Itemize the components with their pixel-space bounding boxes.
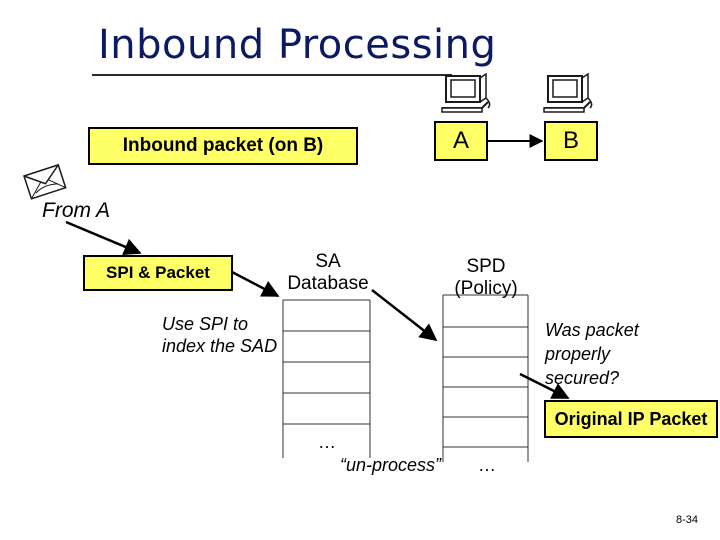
- original-ip-packet-box: Original IP Packet: [544, 400, 718, 438]
- host-b-box: B: [544, 121, 598, 161]
- slide-title: Inbound Processing: [98, 22, 497, 68]
- inbound-packet-label: Inbound packet (on B): [88, 127, 358, 165]
- was-line1: Was packet: [545, 320, 639, 340]
- page-number: 8-34: [676, 514, 699, 526]
- title-underline: [92, 74, 452, 76]
- sad-to-spd-arrow: [371, 289, 438, 342]
- computer-icon: [543, 72, 593, 113]
- unprocess-label: “un-process”: [340, 455, 442, 475]
- spd-label-line2: (Policy): [454, 278, 518, 299]
- from-a-label: From A: [42, 199, 111, 222]
- sa-label-line2: Database: [287, 273, 369, 294]
- was-line3: secured?: [545, 368, 620, 388]
- from-a-arrow: [65, 220, 142, 255]
- sa-label-line1: SA: [315, 251, 341, 272]
- use-spi-line2: index the SAD: [162, 336, 278, 356]
- spi-packet-box: SPI & Packet: [83, 255, 233, 291]
- sa-database-label: SA Database: [280, 251, 376, 295]
- host-a-box: A: [434, 121, 488, 161]
- was-packet-secured-note: Was packet properly secured?: [545, 318, 639, 390]
- spi-to-sad-arrow: [231, 270, 280, 298]
- spd-label-line1: SPD: [466, 256, 506, 277]
- use-spi-note: Use SPI to index the SAD: [162, 313, 277, 357]
- sad-table: [282, 299, 371, 458]
- sad-ellipsis: …: [318, 432, 336, 452]
- envelope-icon: [23, 163, 67, 200]
- spd-ellipsis: …: [478, 455, 496, 475]
- was-line2: properly: [545, 344, 611, 364]
- use-spi-line1: Use SPI to: [162, 314, 249, 334]
- spd-to-original-arrow: [519, 372, 570, 400]
- computer-icon: [441, 72, 491, 113]
- spd-table: [442, 294, 529, 462]
- spd-policy-label: SPD (Policy): [448, 256, 524, 300]
